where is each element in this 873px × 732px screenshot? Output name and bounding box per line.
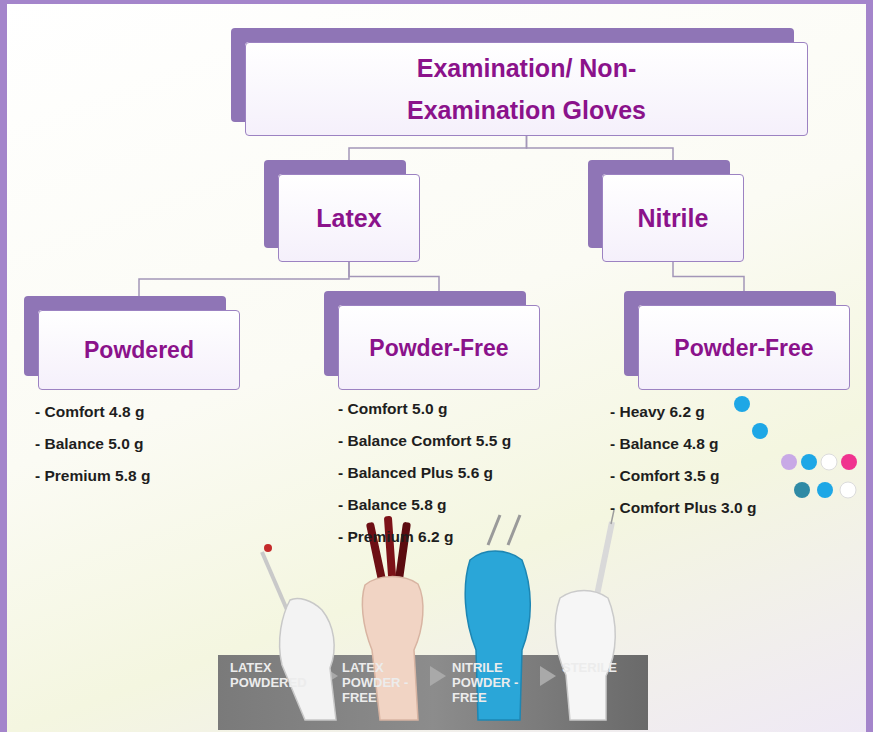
text-group: Examination/ Non-Examination Gloves <box>357 47 697 131</box>
photo-caption: NITRILE POWDER -FREE <box>452 660 528 705</box>
weight-item: - Premium 5.8 g <box>35 467 150 485</box>
node-title: Powder-Free <box>369 334 508 362</box>
weight-item: - Balanced Plus 5.6 g <box>338 464 493 482</box>
category-box: Nitrile <box>602 174 744 262</box>
text-group: Nitrile <box>638 203 709 233</box>
root-box: Examination/ Non-Examination Gloves <box>245 42 808 136</box>
weight-item: - Balance 5.8 g <box>338 496 447 514</box>
glove-photo <box>218 510 648 730</box>
weight-item: - Balance 5.0 g <box>35 435 144 453</box>
weight-item: - Comfort 5.0 g <box>338 400 447 418</box>
tree-connector <box>673 262 744 291</box>
text-group: Powdered <box>84 336 194 364</box>
weight-item: - Premium 6.2 g <box>338 528 453 546</box>
weight-item: - Comfort Plus 3.0 g <box>610 499 756 517</box>
category-box: Latex <box>278 174 420 262</box>
category-box: Powder-Free <box>338 305 540 390</box>
weight-item: - Heavy 6.2 g <box>610 403 705 421</box>
text-group: Powder-Free <box>674 334 813 362</box>
node-title: Latex <box>316 203 381 233</box>
category-box: Powdered <box>38 310 240 390</box>
photo-caption: STERILE <box>562 660 642 675</box>
text-group: Powder-Free <box>369 334 508 362</box>
node-title: Powdered <box>84 336 194 364</box>
tree-connector <box>527 136 674 160</box>
node-title: Examination/ Non-Examination Gloves <box>357 47 697 131</box>
tree-connector <box>349 136 527 160</box>
photo-caption: LATEX POWDER -FREE <box>342 660 410 705</box>
node-title: Powder-Free <box>674 334 813 362</box>
weight-item: - Balance Comfort 5.5 g <box>338 432 511 450</box>
category-box: Powder-Free <box>638 305 850 390</box>
weight-item: - Balance 4.8 g <box>610 435 719 453</box>
weight-item: - Comfort 4.8 g <box>35 403 144 421</box>
text-group: Latex <box>316 203 381 233</box>
node-title: Nitrile <box>638 203 709 233</box>
tree-connector <box>139 262 349 296</box>
photo-caption: LATEX POWDERED <box>230 660 320 690</box>
tree-connector <box>349 262 439 291</box>
weight-item: - Comfort 3.5 g <box>610 467 719 485</box>
colour-dots <box>734 396 857 498</box>
